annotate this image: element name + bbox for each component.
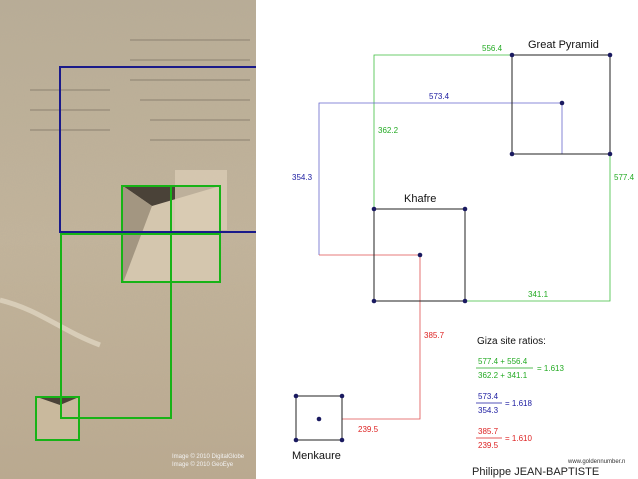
blue-ratio-result: = 1.618 bbox=[505, 399, 532, 408]
measure-green-bottom: 341.1 bbox=[528, 290, 549, 299]
pyramid-squares bbox=[295, 54, 611, 441]
measure-green-left: 362.2 bbox=[378, 126, 399, 135]
satellite-photo: Image © 2010 DigitalGlobe Image © 2010 G… bbox=[0, 0, 256, 479]
khafre-label: Khafre bbox=[404, 193, 436, 205]
measure-green-top: 556.4 bbox=[482, 44, 503, 53]
ratios-title: Giza site ratios: bbox=[477, 336, 546, 347]
green-ratio-denominator: 362.2 + 341.1 bbox=[478, 371, 528, 380]
khafre-square bbox=[373, 208, 466, 302]
measure-red-vertical: 385.7 bbox=[424, 331, 445, 340]
menkaure-label: Menkaure bbox=[292, 450, 341, 462]
website-credit: www.goldennumber.n bbox=[567, 459, 625, 465]
vertex-dots bbox=[293, 52, 613, 443]
great-pyramid-label: Great Pyramid bbox=[528, 39, 599, 51]
great-pyramid-square bbox=[511, 54, 611, 155]
photo-khafre bbox=[175, 170, 227, 230]
photo-blue-overlay bbox=[59, 66, 256, 233]
road bbox=[0, 297, 101, 348]
blue-ratio-numerator: 573.4 bbox=[478, 392, 499, 401]
copyright-line-2: Image © 2010 GeoEye bbox=[172, 461, 234, 468]
blue-frame bbox=[318, 102, 563, 255]
cemetery-grid bbox=[30, 39, 250, 141]
red-ratio-numerator: 385.7 bbox=[478, 427, 499, 436]
red-ratio-denominator: 239.5 bbox=[478, 441, 499, 450]
measure-red-bottom: 239.5 bbox=[358, 425, 379, 434]
green-ratio-result: = 1.613 bbox=[537, 364, 564, 373]
measure-blue-top: 573.4 bbox=[429, 92, 450, 101]
photo-green-overlay bbox=[35, 185, 221, 441]
red-ratio-result: = 1.610 bbox=[505, 434, 532, 443]
red-frame bbox=[319, 254, 421, 420]
green-frame bbox=[373, 54, 611, 302]
green-ratio-numerator: 577.4 + 556.4 bbox=[478, 357, 528, 366]
ratio-diagram: Great Pyramid Khafre Menkaure 556.4 573.… bbox=[292, 39, 635, 478]
measure-blue-left: 354.3 bbox=[292, 173, 313, 182]
measure-green-right: 577.4 bbox=[614, 173, 635, 182]
menkaure-square bbox=[295, 395, 343, 441]
author-credit: Philippe JEAN-BAPTISTE bbox=[472, 466, 599, 478]
copyright-line-1: Image © 2010 DigitalGlobe bbox=[172, 453, 245, 460]
blue-ratio-denominator: 354.3 bbox=[478, 406, 499, 415]
